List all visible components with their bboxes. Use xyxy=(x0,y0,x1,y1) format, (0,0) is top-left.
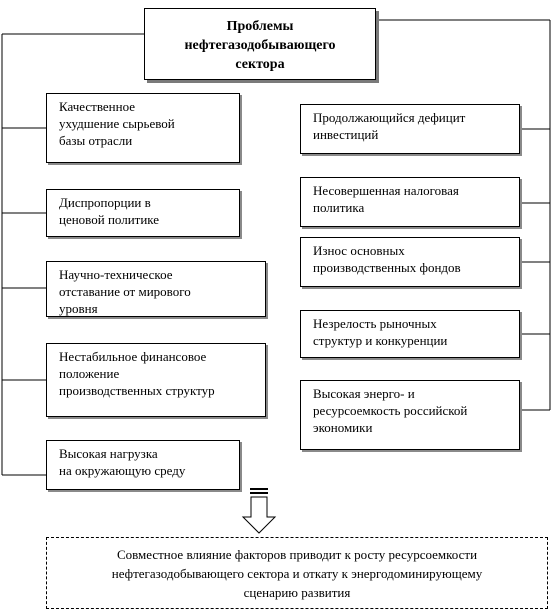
diagram-title: Проблемы нефтегазодобывающего сектора xyxy=(144,8,376,80)
left-factor-box: Диспропорции в ценовой политике xyxy=(46,189,240,237)
right-factor-box: Износ основных производственных фондов xyxy=(300,237,520,287)
left-factor-box: Научно-техническое отставание от мировог… xyxy=(46,261,266,317)
left-factor-box: Нестабильное финансовое положение произв… xyxy=(46,343,266,417)
left-factor-box: Качественное ухудшение сырьевой базы отр… xyxy=(46,93,240,163)
down-arrow-icon xyxy=(241,488,277,534)
right-factor-box: Высокая энерго- и ресурсоемкость российс… xyxy=(300,380,520,450)
conclusion-box: Совместное влияние факторов приводит к р… xyxy=(46,537,548,609)
right-factor-box: Незрелость рыночных структур и конкуренц… xyxy=(300,310,520,358)
right-factor-box: Продолжающийся дефицит инвестиций xyxy=(300,104,520,154)
left-factor-box: Высокая нагрузка на окружающую среду xyxy=(46,440,240,490)
right-factor-box: Несовершенная налоговая политика xyxy=(300,177,520,227)
